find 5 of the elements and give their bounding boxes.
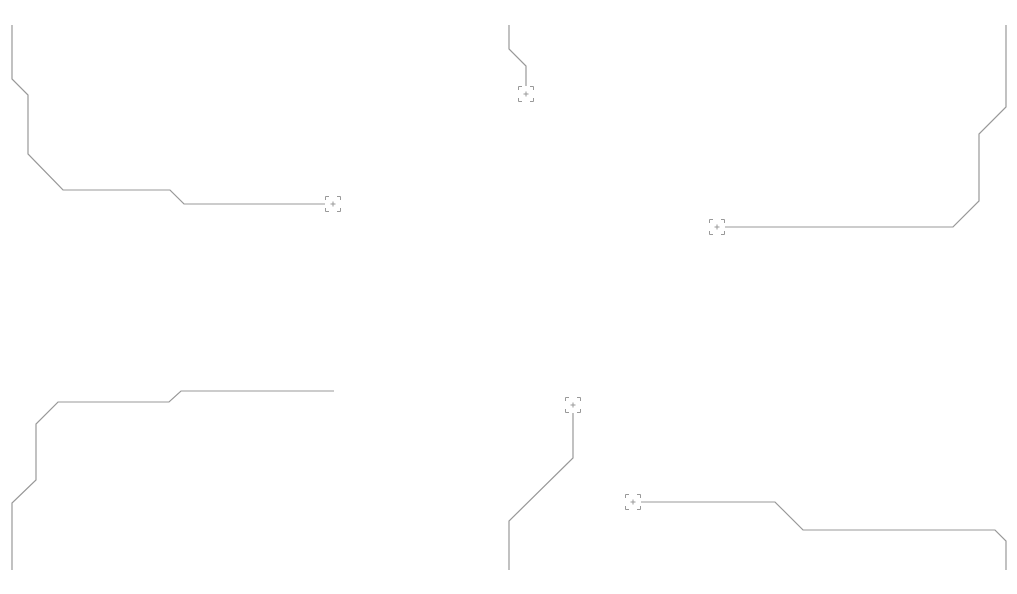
leader-line xyxy=(640,501,1007,571)
leader-line xyxy=(11,24,326,205)
leader-line xyxy=(724,24,1007,228)
leader-line xyxy=(508,412,574,571)
leader-line xyxy=(508,24,527,87)
